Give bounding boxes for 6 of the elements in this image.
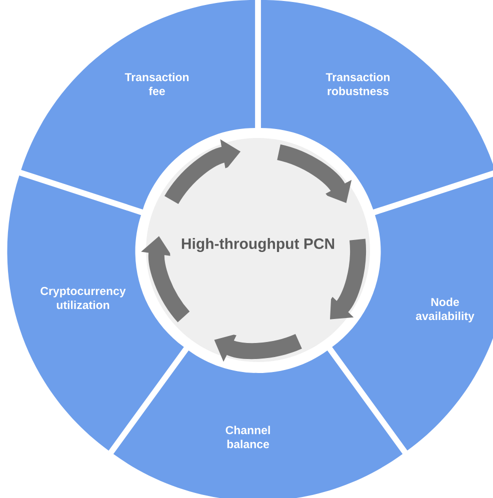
sector: Transaction robustness (260, 0, 493, 210)
node-label: Channel balance (226, 426, 270, 448)
node-label: Node availability (416, 298, 474, 322)
sector: Channel balance (113, 350, 403, 498)
node-label: Cryptocurrency utilization (40, 286, 126, 310)
sector: Transaction fee (21, 0, 256, 210)
